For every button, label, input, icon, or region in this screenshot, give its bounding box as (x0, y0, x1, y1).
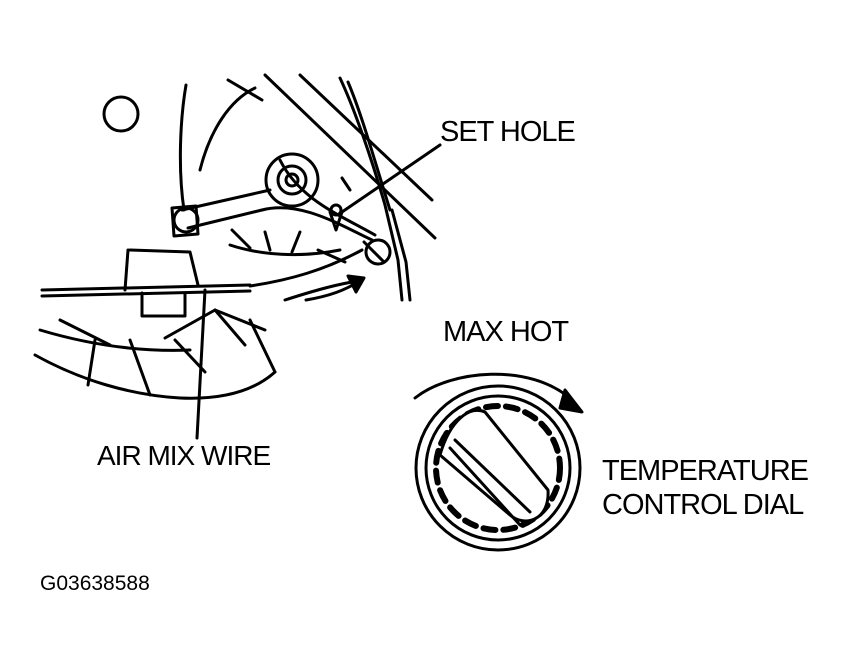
temperature-label-line1: TEMPERATURE (602, 455, 809, 487)
heater-housing (33, 73, 437, 400)
lever-assembly (170, 152, 392, 266)
max-hot-label: MAX HOT (443, 316, 569, 348)
temperature-label-line2: CONTROL DIAL (602, 489, 804, 521)
air-mix-wire-label: AIR MIX WIRE (97, 440, 271, 471)
temperature-control-dial-label: TEMPERATURE CONTROL DIAL (602, 454, 809, 522)
reference-circle (102, 95, 140, 133)
set-hole-label: SET HOLE (440, 116, 576, 148)
air-mix-wire (40, 248, 364, 440)
set-hole-leader (340, 143, 442, 214)
max-hot-arrow (413, 372, 574, 402)
lever-arrowhead (346, 274, 366, 294)
max-hot-arrowhead (558, 388, 584, 414)
figure-id: G03638588 (40, 572, 150, 595)
temperature-dial (414, 384, 582, 552)
